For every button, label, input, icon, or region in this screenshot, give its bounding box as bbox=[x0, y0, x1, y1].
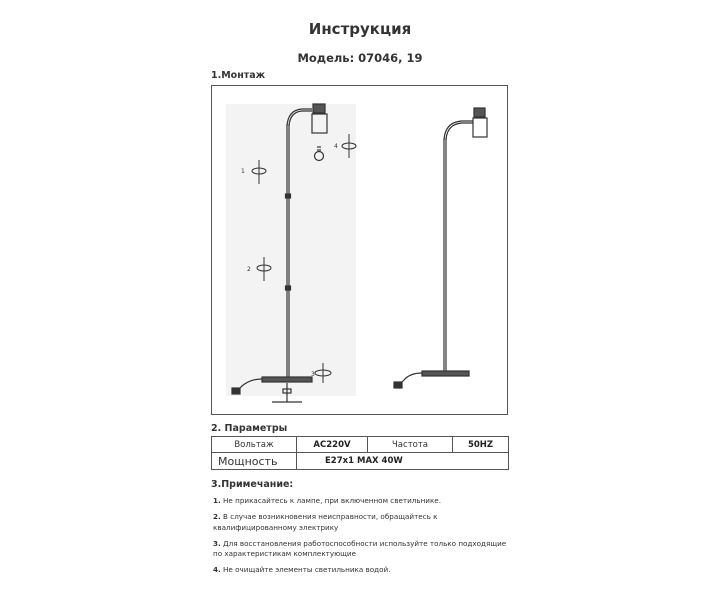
assembly-diagram: 1 2 3 4 bbox=[211, 85, 508, 415]
section-mounting-heading: 1.Монтаж bbox=[211, 70, 266, 81]
list-item: 2. В случае возникновения неисправности,… bbox=[213, 512, 513, 533]
voltage-value: AC220V bbox=[296, 436, 368, 453]
note-number: 4. bbox=[213, 565, 221, 575]
power-value: E27x1 MAX 40W bbox=[296, 452, 509, 470]
frequency-label: Частота bbox=[367, 436, 453, 453]
note-text: Для восстановления работоспособности исп… bbox=[213, 538, 507, 559]
power-label: Мощность bbox=[211, 452, 297, 470]
note-text: Не очищайте элементы светильника водой. bbox=[223, 565, 391, 575]
notes-list: 1. Не прикасайтесь к лампе, при включенн… bbox=[213, 496, 513, 581]
diagram-shade bbox=[226, 104, 356, 396]
step-label-3: 3 bbox=[311, 371, 315, 378]
table-row: Мощность E27x1 MAX 40W bbox=[211, 452, 509, 470]
rotate-icon bbox=[251, 134, 357, 383]
note-text: Не прикасайтесь к лампе, при включенном … bbox=[223, 496, 441, 505]
note-number: 2. bbox=[213, 511, 221, 521]
model-label: Модель: 07046, 19 bbox=[297, 51, 423, 65]
section-parameters-heading: 2. Параметры bbox=[211, 423, 288, 434]
parameters-table: Вольтаж AC220V Частота 50HZ Мощность E27… bbox=[211, 436, 509, 470]
floor-lamp-drawing: 1 2 3 4 bbox=[226, 103, 488, 403]
note-number: 1. bbox=[213, 496, 221, 505]
step-label-1: 1 bbox=[241, 168, 245, 175]
frequency-value: 50HZ bbox=[452, 436, 509, 453]
step-label-4: 4 bbox=[334, 143, 338, 150]
voltage-label: Вольтаж bbox=[211, 436, 297, 453]
list-item: 1. Не прикасайтесь к лампе, при включенн… bbox=[213, 496, 513, 507]
right-lamp bbox=[393, 107, 488, 389]
page-title: Инструкция bbox=[308, 20, 412, 38]
note-text: В случае возникновения неисправности, об… bbox=[213, 511, 438, 532]
section-notes-heading: 3.Примечание: bbox=[211, 479, 294, 490]
list-item: 4. Не очищайте элементы светильника водо… bbox=[213, 565, 513, 576]
step-label-2: 2 bbox=[247, 266, 251, 273]
left-lamp bbox=[231, 103, 328, 403]
list-item: 3. Для восстановления работоспособности … bbox=[213, 539, 513, 560]
note-number: 3. bbox=[213, 538, 221, 548]
table-row: Вольтаж AC220V Частота 50HZ bbox=[211, 436, 509, 453]
